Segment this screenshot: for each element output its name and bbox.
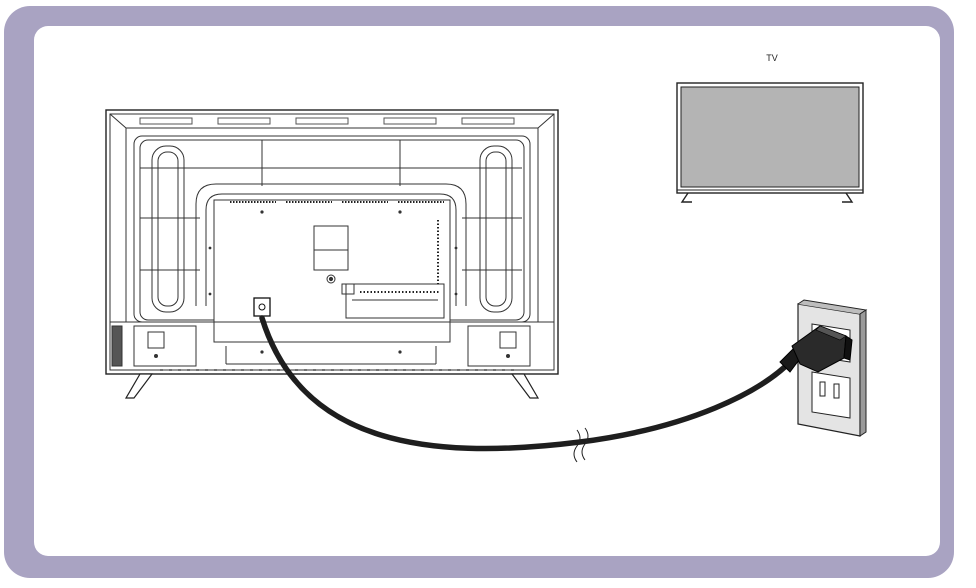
tv-front-icon [676,82,864,203]
tv-rear-feet [124,373,540,399]
power-cord [259,315,793,463]
power-plug-icon [779,325,853,373]
tv-label: TV [766,53,778,63]
tv-rear-panel [105,109,559,375]
